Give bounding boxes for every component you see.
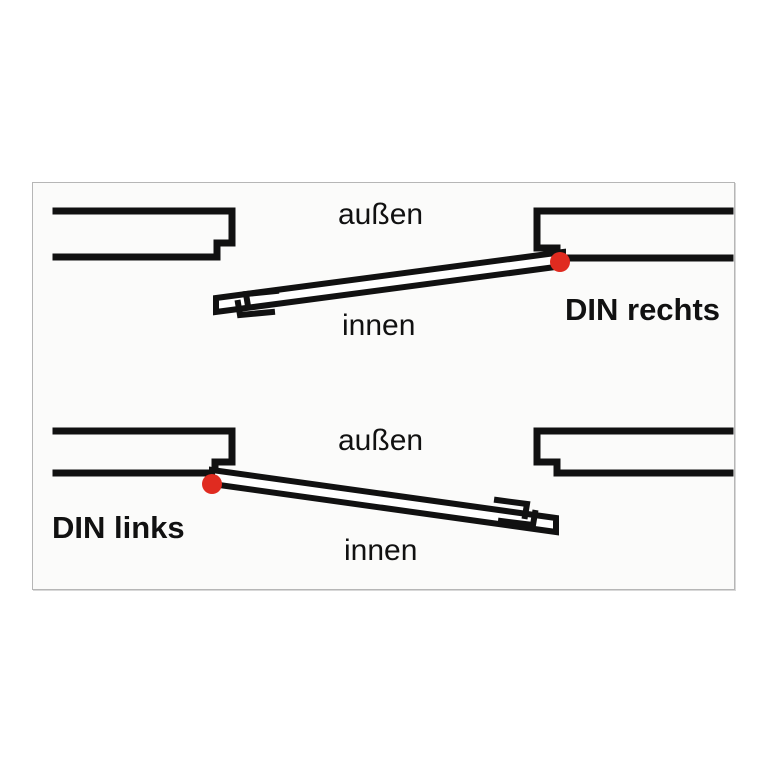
door-leaf-top — [213, 248, 566, 316]
label-innen-bottom: innen — [344, 534, 418, 567]
door-handle-top-lower — [234, 299, 276, 319]
wall-left-top — [52, 207, 236, 261]
diagram-frame — [32, 182, 735, 590]
door-handle-top-upper — [242, 287, 280, 310]
label-din-rechts: DIN rechts — [565, 292, 721, 327]
label-aussen-top: außen — [338, 198, 424, 231]
label-innen-top: innen — [342, 309, 416, 342]
door-handle-bottom-lower — [497, 509, 539, 529]
label-aussen-bottom: außen — [338, 424, 424, 457]
wall-right-top — [533, 207, 734, 262]
label-din-links: DIN links — [52, 510, 185, 545]
wall-left-bottom — [52, 427, 236, 477]
wall-right-bottom — [533, 427, 734, 477]
variant-din-rechts — [52, 207, 734, 319]
hinge-point-top — [550, 252, 570, 272]
door-handle-bottom-upper — [493, 496, 531, 520]
hinge-point-bottom — [202, 474, 222, 494]
variant-din-links — [52, 427, 734, 536]
